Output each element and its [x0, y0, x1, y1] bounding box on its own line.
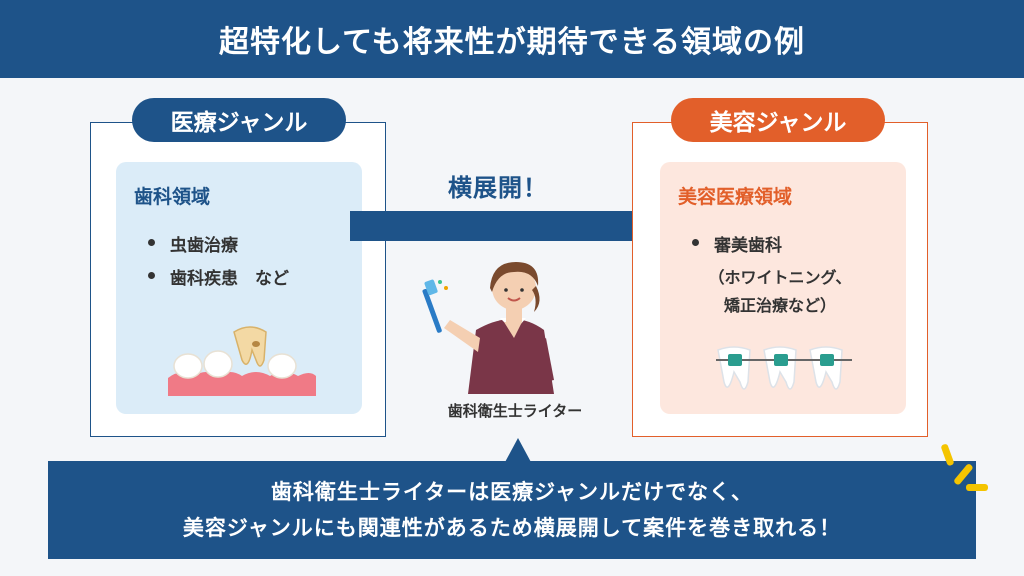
dental-area-panel: 歯科領域 虫歯治療 歯科疾患 など — [116, 162, 362, 414]
list-item: 歯科疾患 など — [148, 264, 346, 289]
dental-area-title: 歯科領域 — [134, 186, 211, 208]
summary-line-2: 美容ジャンルにも関連性があるため横展開して案件を巻き取れる！ — [182, 516, 842, 540]
dental-area-list: 虫歯治療 歯科疾患 など — [132, 231, 346, 289]
list-item: 虫歯治療 — [148, 231, 346, 256]
arrow-label: 横展開！ — [448, 174, 548, 202]
writer-label: 歯科衛生士ライター — [447, 402, 583, 420]
summary-message-box: 歯科衛生士ライターは医療ジャンルだけでなく、 美容ジャンルにも関連性があるため横… — [48, 461, 976, 559]
note-line-1: （ホワイトニング、 — [708, 268, 852, 287]
note-line-2: 矯正治療など） — [723, 296, 836, 315]
beauty-medical-area-title: 美容医療領域 — [678, 186, 793, 208]
summary-line-1: 歯科衛生士ライターは医療ジャンルだけでなく、 — [270, 480, 754, 504]
dental-hygienist-illustration — [422, 262, 554, 394]
beauty-genre-label: 美容ジャンル — [671, 98, 885, 142]
braces-teeth-illustration — [716, 346, 852, 390]
beauty-medical-area-list: 審美歯科 — [676, 231, 890, 256]
emphasis-spark-icon — [941, 444, 988, 491]
list-item: 審美歯科 — [692, 231, 890, 256]
medical-genre-label: 医療ジャンル — [132, 98, 346, 142]
decayed-teeth-illustration — [168, 326, 316, 396]
speech-bubble-tail — [504, 438, 532, 464]
page-title: 超特化しても将来性が期待できる領域の例 — [0, 0, 1024, 78]
